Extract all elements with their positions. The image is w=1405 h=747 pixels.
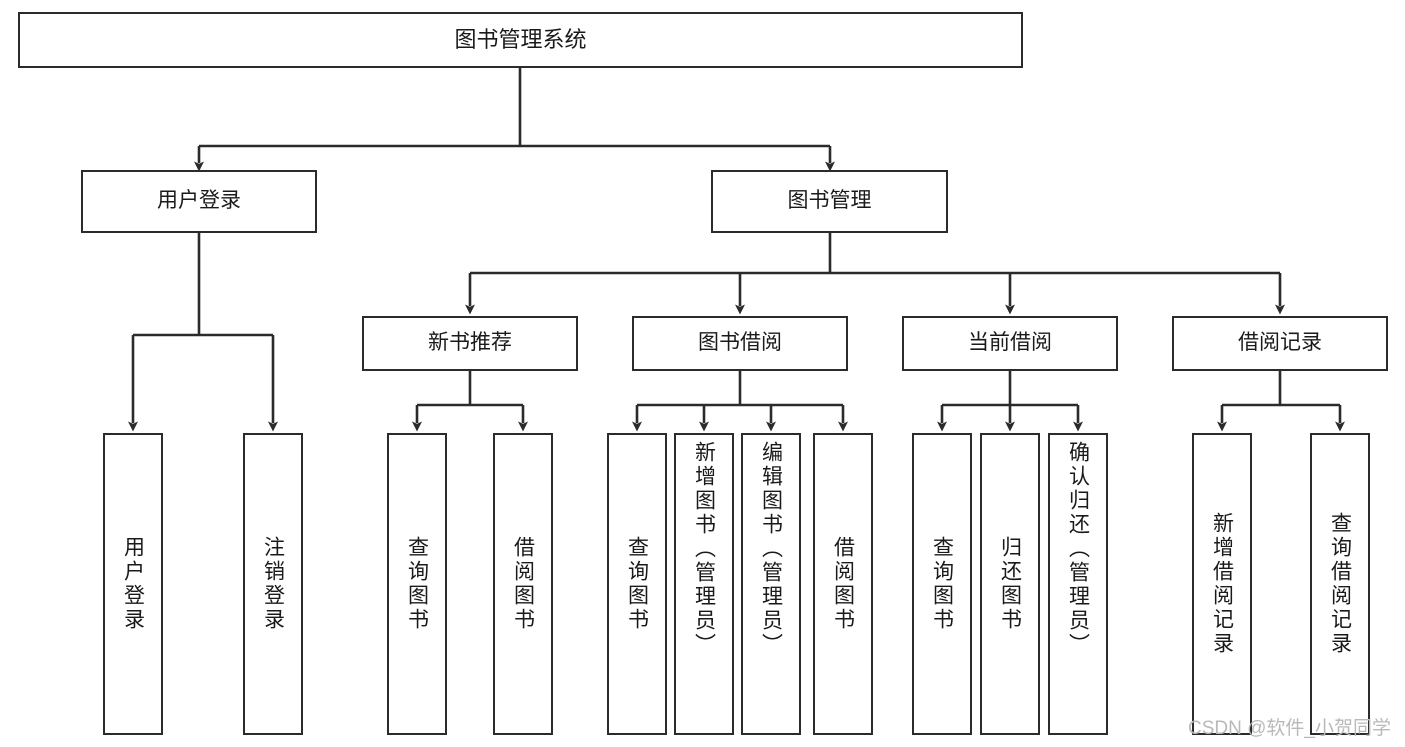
node-current-borrow[interactable]: 当前借阅	[902, 316, 1118, 371]
node-borrow-record-label: 借阅记录	[1238, 331, 1322, 355]
leaf-user-login-logout[interactable]: 注销登录	[243, 433, 303, 735]
node-book-management-label: 图书管理	[787, 189, 872, 213]
leaf-label: 新增借阅记录	[1210, 512, 1234, 656]
node-new-book-recommend-label: 新书推荐	[428, 331, 512, 355]
leaf-label: 确认归还（管理员）	[1066, 441, 1090, 657]
node-borrow-record[interactable]: 借阅记录	[1172, 316, 1388, 371]
node-book-management[interactable]: 图书管理	[711, 170, 948, 233]
leaf-borrow-record-query-record[interactable]: 查询借阅记录	[1310, 433, 1370, 735]
leaf-borrow-record-add-record[interactable]: 新增借阅记录	[1192, 433, 1252, 735]
leaf-current-borrow-confirm-return-admin[interactable]: 确认归还（管理员）	[1048, 433, 1108, 735]
leaf-label: 借阅图书	[511, 536, 535, 632]
leaf-label: 查询图书	[625, 536, 649, 632]
leaf-label: 查询图书	[930, 536, 954, 632]
node-new-book-recommend[interactable]: 新书推荐	[362, 316, 578, 371]
node-user-login-label: 用户登录	[157, 189, 241, 213]
node-book-borrow-label: 图书借阅	[698, 331, 782, 355]
leaf-label: 注销登录	[261, 536, 285, 632]
leaf-book-borrow-add-book-admin[interactable]: 新增图书（管理员）	[674, 433, 734, 735]
leaf-label: 借阅图书	[831, 536, 855, 632]
node-root-label: 图书管理系统	[454, 27, 587, 53]
leaf-label: 用户登录	[121, 536, 145, 632]
leaf-new-book-query-book[interactable]: 查询图书	[387, 433, 447, 735]
leaf-label: 查询图书	[405, 536, 429, 632]
leaf-book-borrow-edit-book-admin[interactable]: 编辑图书（管理员）	[741, 433, 801, 735]
node-root-book-management-system[interactable]: 图书管理系统	[18, 12, 1023, 68]
leaf-user-login-user-login[interactable]: 用户登录	[103, 433, 163, 735]
leaf-label: 编辑图书（管理员）	[759, 441, 783, 657]
leaf-label: 新增图书（管理员）	[692, 441, 716, 657]
leaf-label: 归还图书	[998, 536, 1022, 632]
node-user-login[interactable]: 用户登录	[81, 170, 317, 233]
leaf-book-borrow-query-book[interactable]: 查询图书	[607, 433, 667, 735]
leaf-current-borrow-query-book[interactable]: 查询图书	[912, 433, 972, 735]
node-current-borrow-label: 当前借阅	[968, 331, 1052, 355]
leaf-book-borrow-borrow-book[interactable]: 借阅图书	[813, 433, 873, 735]
leaf-label: 查询借阅记录	[1328, 512, 1352, 656]
node-book-borrow[interactable]: 图书借阅	[632, 316, 848, 371]
leaf-new-book-borrow-book[interactable]: 借阅图书	[493, 433, 553, 735]
leaf-current-borrow-return-book[interactable]: 归还图书	[980, 433, 1040, 735]
